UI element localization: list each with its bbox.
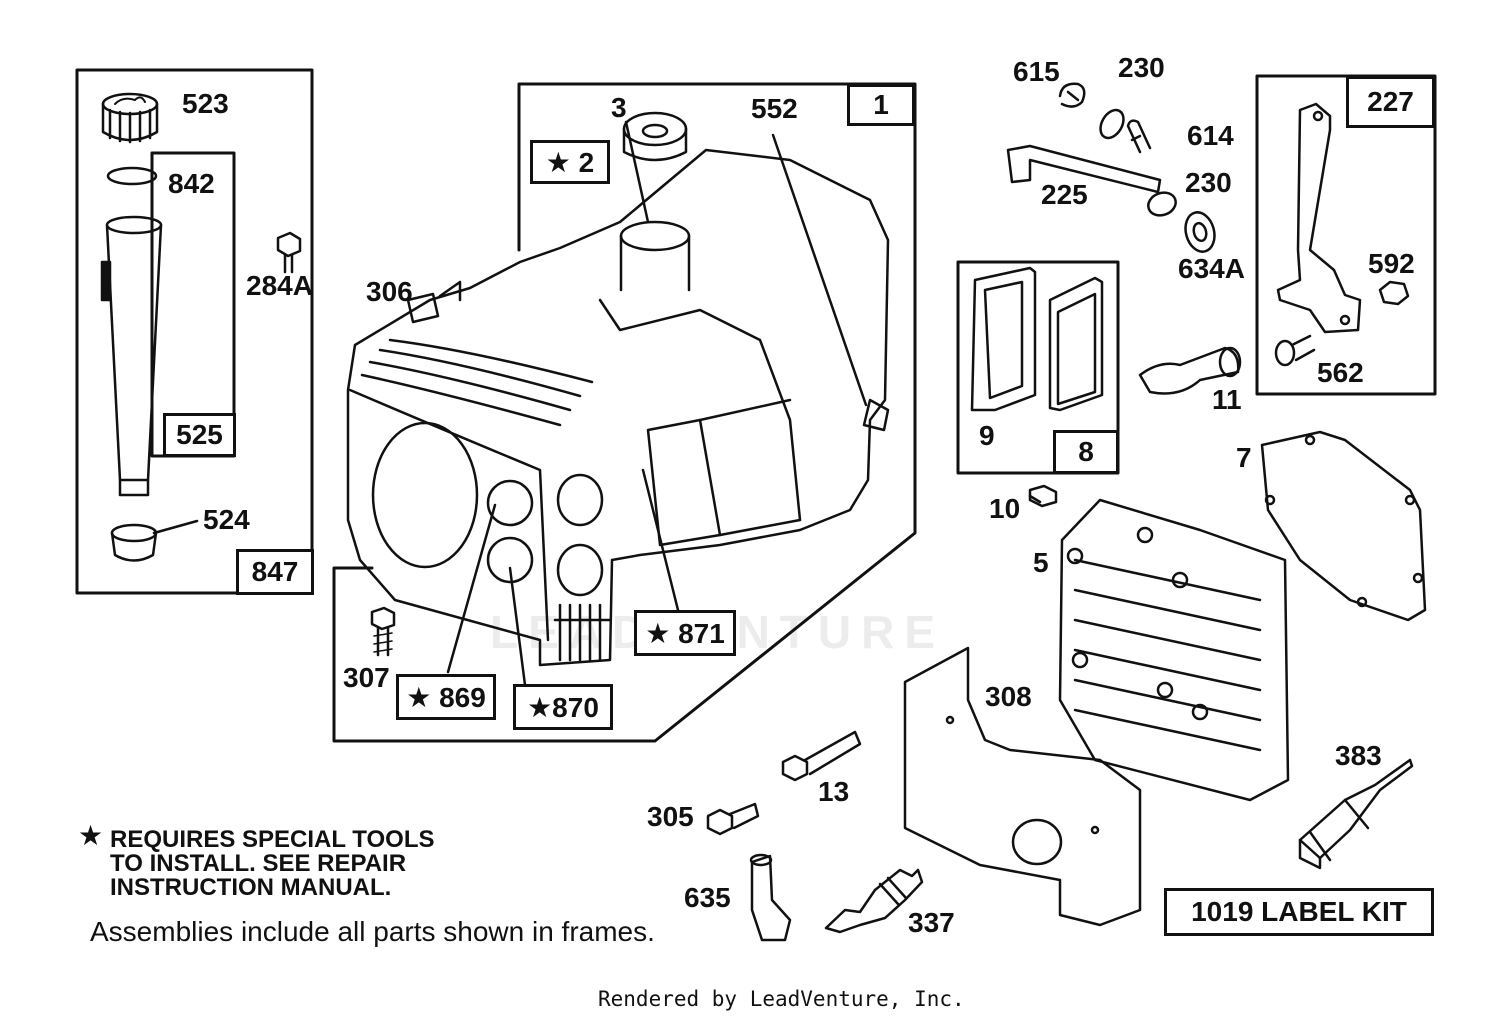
o-ring-drawing — [106, 166, 158, 186]
part-592: 592 — [1368, 248, 1415, 279]
part-307: 307 — [343, 662, 390, 693]
leader-552 — [771, 133, 868, 407]
frame-label-869: ★ 869 — [396, 674, 496, 720]
baffle-308-drawing — [903, 646, 1142, 927]
cylinder-block-drawing — [346, 111, 890, 667]
part-13: 13 — [818, 776, 850, 807]
leader-870 — [508, 566, 527, 687]
footer-credit: Rendered by LeadVenture, Inc. — [598, 987, 965, 1011]
part-11: 11 — [1212, 384, 1242, 415]
bolt-307-drawing — [370, 606, 396, 657]
part-5: 5 — [1033, 547, 1049, 578]
frame-label-8: 8 — [1053, 430, 1119, 474]
part-230-lower: 230 — [1185, 167, 1232, 198]
cylinder-head-drawing — [1058, 498, 1290, 802]
bolt-284a-drawing — [276, 231, 302, 274]
oil-cap-drawing — [101, 92, 159, 144]
nut-592-drawing — [1378, 280, 1410, 306]
frame-847-outline — [75, 68, 314, 595]
governor-lever-drawing — [1276, 102, 1362, 334]
part-225: 225 — [1041, 179, 1088, 210]
frame-label-227: 227 — [1346, 76, 1435, 128]
star-icon: ★ — [78, 820, 104, 851]
part-10: 10 — [989, 493, 1021, 524]
assemblies-note: Assemblies include all parts shown in fr… — [90, 916, 655, 947]
note-line-2: TO INSTALL. SEE REPAIR — [110, 850, 407, 877]
part-635: 635 — [684, 882, 731, 913]
frame-label-525: 525 — [163, 413, 236, 457]
part-842: 842 — [168, 168, 215, 199]
pin-614-drawing — [1126, 119, 1152, 154]
screw-562-drawing — [1274, 334, 1316, 367]
frame-label-2: ★ 2 — [530, 140, 610, 184]
frame-label-847: 847 — [236, 549, 314, 595]
part-7: 7 — [1236, 442, 1252, 473]
elbow-635-drawing — [749, 853, 792, 942]
tube-11-drawing — [1138, 346, 1242, 395]
part-337: 337 — [908, 907, 955, 938]
cover-8-drawing — [1048, 276, 1104, 412]
part-562: 562 — [1317, 357, 1364, 388]
part-634a: 634A — [1178, 253, 1245, 284]
part-524: 524 — [203, 504, 250, 535]
part-523: 523 — [182, 88, 229, 119]
clip-615-drawing — [1058, 82, 1086, 108]
frame-label-871: ★ 871 — [634, 610, 736, 656]
part-552: 552 — [751, 93, 798, 124]
spark-plug-337-drawing — [824, 868, 924, 934]
washer-230b-drawing — [1147, 191, 1177, 217]
frame-label-870: ★870 — [513, 684, 613, 730]
leader-869 — [446, 503, 497, 674]
leader-3 — [624, 120, 650, 224]
part-284a: 284A — [246, 270, 313, 301]
washer-230a-drawing — [1099, 108, 1125, 140]
label-kit-box: 1019 LABEL KIT — [1164, 888, 1434, 936]
frame-label-1: 1 — [847, 84, 915, 126]
bolt-10-drawing — [1028, 484, 1058, 508]
part-3: 3 — [611, 92, 627, 123]
frame-1-outline — [332, 82, 917, 743]
note-line-3: INSTRUCTION MANUAL. — [110, 874, 392, 901]
bolt-305-drawing — [706, 802, 760, 836]
tool-383-drawing — [1298, 758, 1414, 870]
part-9: 9 — [979, 420, 995, 451]
part-308: 308 — [985, 681, 1032, 712]
part-615: 615 — [1013, 56, 1060, 87]
part-383: 383 — [1335, 740, 1382, 771]
part-305: 305 — [647, 801, 694, 832]
note-line-1: REQUIRES SPECIAL TOOLS — [110, 826, 435, 853]
part-614: 614 — [1187, 120, 1234, 151]
grommet-drawing — [110, 519, 199, 562]
gasket-9-drawing — [970, 266, 1037, 412]
seal-634a-drawing — [1184, 211, 1216, 253]
dipstick-tube-drawing — [100, 215, 163, 497]
part-306: 306 — [366, 276, 413, 307]
shaft-225-drawing — [1006, 144, 1162, 194]
stud-13-drawing — [781, 730, 862, 782]
frame-8-outline — [956, 260, 1120, 475]
head-gasket-7-drawing — [1260, 430, 1427, 622]
part-230-upper: 230 — [1118, 52, 1165, 83]
leader-871 — [641, 468, 682, 620]
